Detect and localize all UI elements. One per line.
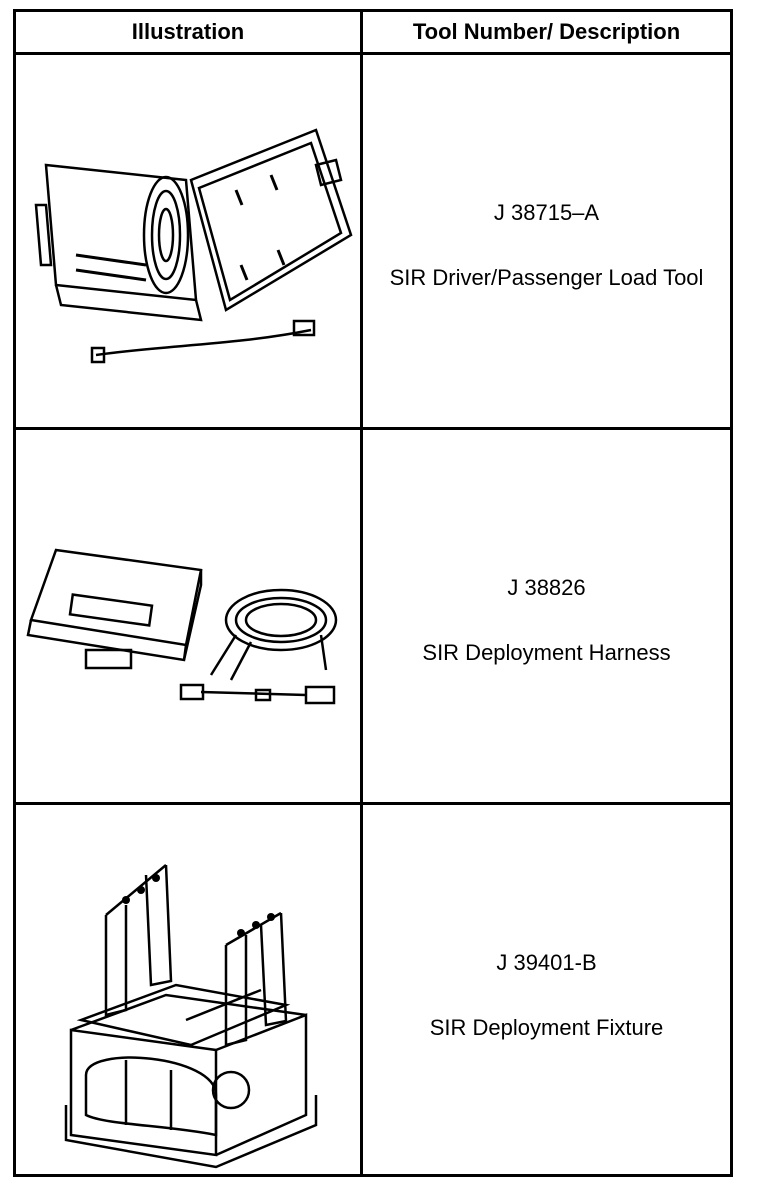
- tool-description: SIR Deployment Harness: [422, 640, 671, 665]
- illustration-cell: [16, 805, 360, 1174]
- row-divider: [16, 802, 730, 805]
- illustration-cell: [16, 55, 360, 427]
- tool-description: SIR Driver/Passenger Load Tool: [389, 265, 704, 290]
- tool-description: SIR Deployment Fixture: [429, 1015, 664, 1040]
- header-tool-number-description: Tool Number/ Description: [412, 19, 681, 44]
- load-tool-case-icon: [34, 128, 353, 364]
- tool-number: J 38715–A: [493, 200, 600, 225]
- description-cell: J 38826 SIR Deployment Harness: [363, 430, 730, 802]
- tool-table: Illustration Tool Number/ Description: [13, 9, 733, 1177]
- description-cell: J 39401-B SIR Deployment Fixture: [363, 805, 730, 1174]
- illustration-cell: [16, 430, 360, 802]
- harness-case-icon: [26, 548, 338, 705]
- row-divider: [16, 427, 730, 430]
- description-cell: J 38715–A SIR Driver/Passenger Load Tool: [363, 55, 730, 427]
- deployment-fixture-icon: [64, 864, 318, 1169]
- column-divider: [360, 12, 363, 1174]
- header-divider: [16, 52, 730, 55]
- header-illustration: Illustration: [131, 19, 245, 44]
- tool-number: J 38826: [507, 575, 586, 600]
- tool-number: J 39401-B: [496, 950, 597, 975]
